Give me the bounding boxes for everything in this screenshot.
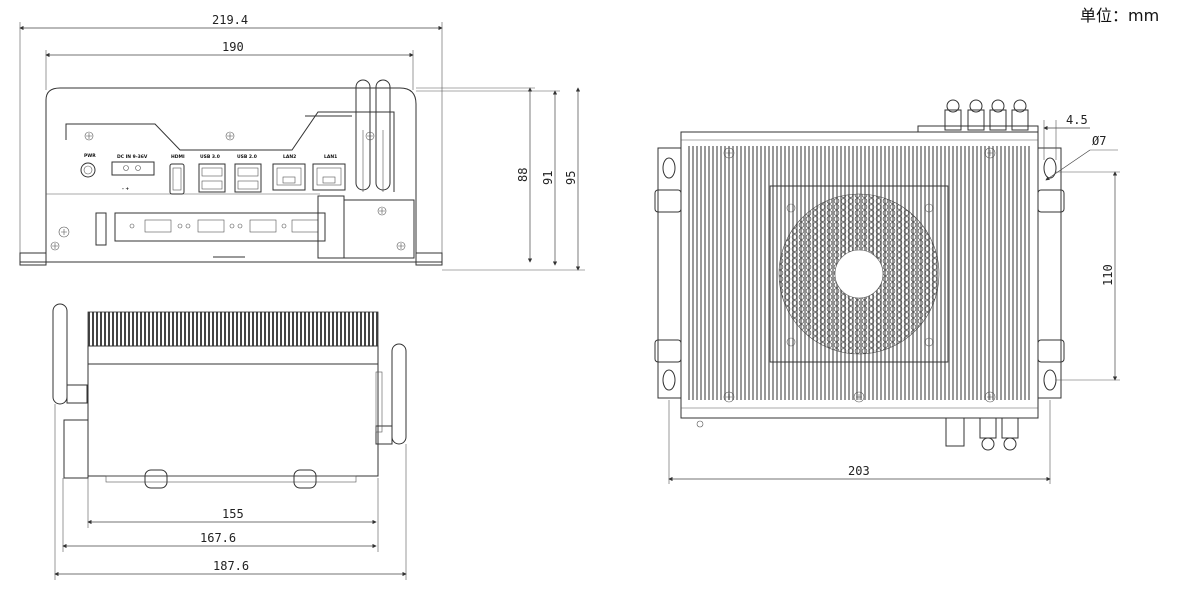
unit-label: 单位：mm [1080, 6, 1159, 25]
dim-top-hole: Ø7 [1092, 134, 1106, 148]
fan-panel [769, 185, 949, 363]
dc-in-polarity: - + [122, 186, 129, 192]
dim-side-a: 155 [222, 507, 244, 521]
dim-side-b: 167.6 [200, 531, 236, 545]
usb3-port [198, 163, 226, 193]
lan2-port [272, 163, 306, 191]
front-view: 219.4 190 PWR DC IN 9-3 [19, 13, 585, 271]
dim-top-height: 110 [1101, 264, 1115, 286]
dim-front-h3: 95 [564, 171, 578, 185]
dc-in-connector [111, 161, 155, 176]
dim-front-width-total: 219.4 [212, 13, 248, 27]
top-view: 203 110 4.5 Ø7 [654, 99, 1120, 484]
power-button [80, 162, 96, 178]
front-body-outline [45, 87, 417, 262]
front-antennas [355, 79, 391, 192]
side-view: 155 167.6 187.6 [52, 303, 407, 580]
lan1-port [312, 163, 346, 191]
dim-front-h1: 88 [516, 168, 530, 182]
lan2-label: LAN2 [283, 154, 296, 160]
usb2-label: USB 2.0 [237, 154, 257, 160]
dim-top-width: 203 [848, 464, 870, 478]
dc-in-label: DC IN 9-36V [117, 154, 148, 160]
hdmi-label: HDMI [171, 154, 185, 160]
hdmi-port [169, 163, 185, 195]
dim-side-c: 187.6 [213, 559, 249, 573]
power-button-label: PWR [84, 153, 96, 159]
dim-front-width-body: 190 [222, 40, 244, 54]
dim-front-h2: 91 [541, 171, 555, 185]
usb3-label: USB 3.0 [200, 154, 220, 160]
lan1-label: LAN1 [324, 154, 337, 160]
side-body [87, 363, 379, 477]
io-strip [114, 212, 326, 242]
usb2-port [234, 163, 262, 193]
dim-top-offset: 4.5 [1066, 113, 1088, 127]
